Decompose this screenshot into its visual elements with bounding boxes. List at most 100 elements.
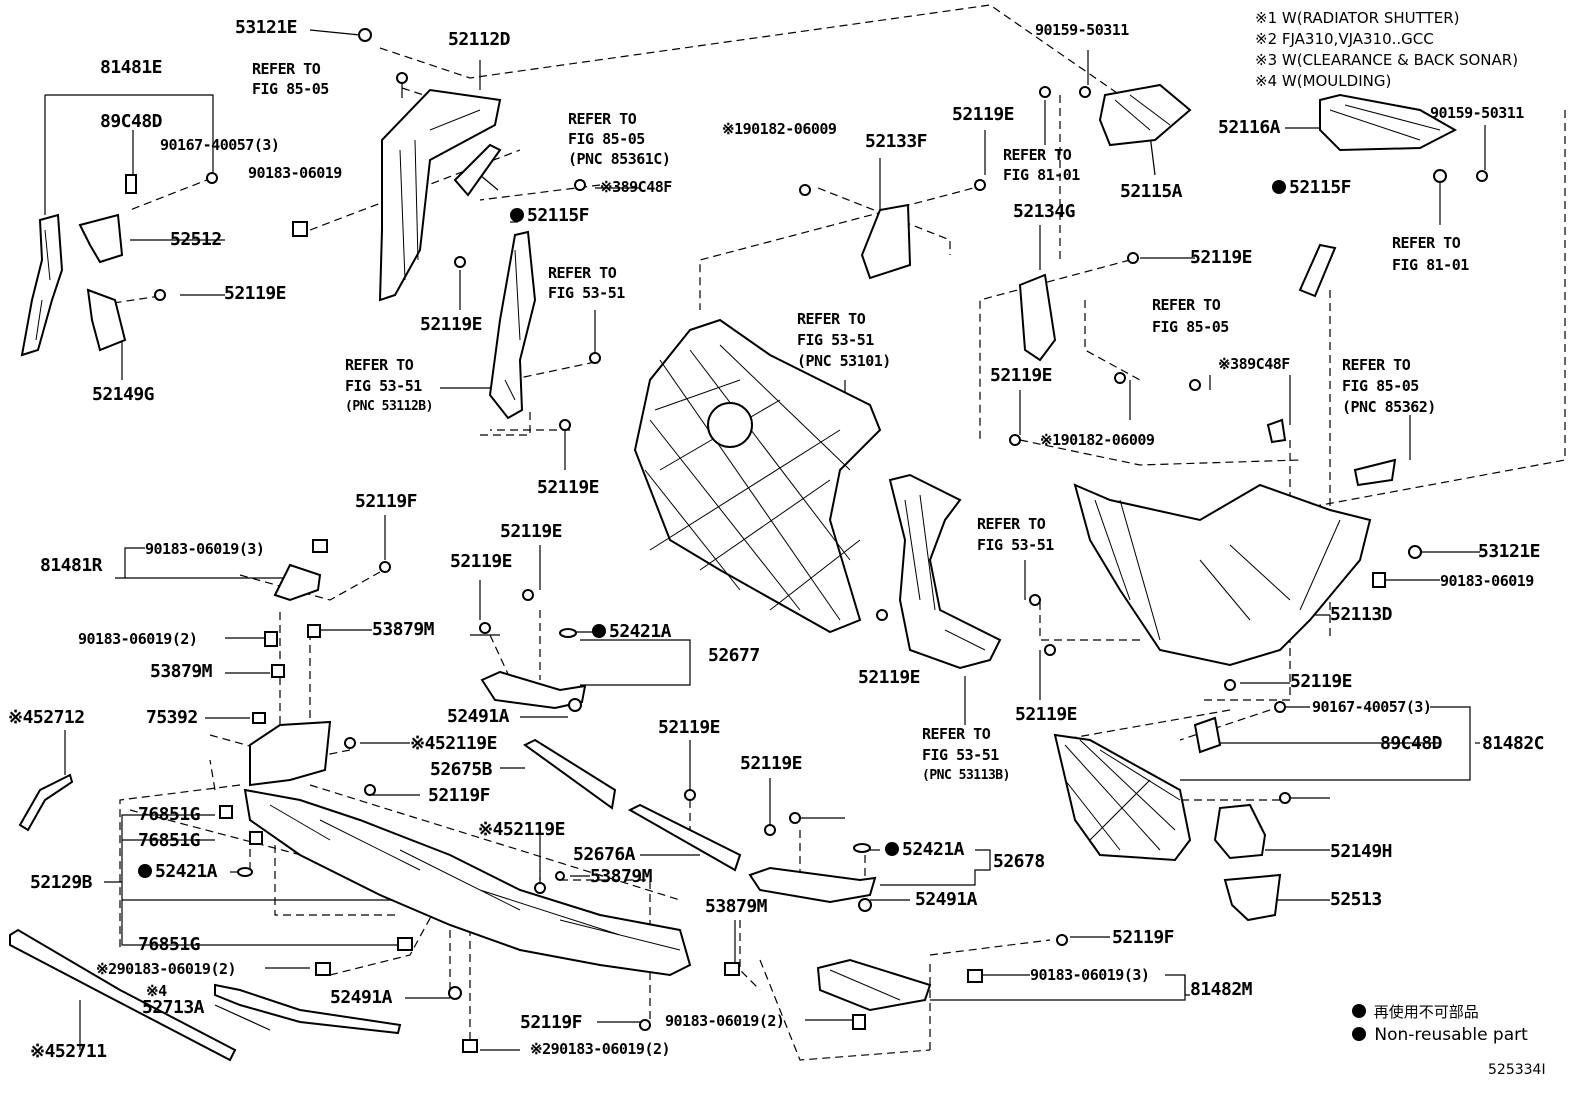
part-label[interactable]: 52119E xyxy=(450,551,513,572)
refer-label[interactable]: FIG 53-51 xyxy=(922,746,999,764)
part-label[interactable]: 90159-50311 xyxy=(1035,21,1129,39)
part-label[interactable]: ※190182-06009 xyxy=(722,120,837,138)
part-label[interactable]: 52129B xyxy=(30,872,93,893)
part-label[interactable]: 81481E xyxy=(100,57,163,78)
part-label[interactable]: 52119E xyxy=(224,283,287,304)
part-label[interactable]: ※4 xyxy=(146,982,167,1000)
refer-label[interactable]: REFER TO xyxy=(568,110,637,128)
part-label[interactable]: 52119E xyxy=(858,667,921,688)
part-label[interactable]: ※452119E xyxy=(410,733,497,754)
refer-label[interactable]: FIG 85-05 xyxy=(252,80,329,98)
part-label[interactable]: 52512 xyxy=(170,229,222,250)
part-label[interactable]: ※290183-06019(2) xyxy=(530,1040,671,1058)
part-label[interactable]: 76851G xyxy=(138,830,201,851)
part-label[interactable]: 90183-06019 xyxy=(248,164,342,182)
part-label[interactable]: 76851G xyxy=(138,934,201,955)
part-label[interactable]: 52119E xyxy=(537,477,600,498)
refer-label[interactable]: FIG 53-51 xyxy=(345,377,422,395)
part-label[interactable]: 76851G xyxy=(138,804,201,825)
part-label[interactable]: 52675B xyxy=(430,759,493,780)
part-label[interactable]: 90183-06019(2) xyxy=(78,630,198,648)
part-label[interactable]: 52119E xyxy=(500,521,563,542)
part-label[interactable]: 53121E xyxy=(235,17,298,38)
part-label[interactable]: 52676A xyxy=(573,844,636,865)
part-label[interactable]: 52713A xyxy=(142,997,205,1018)
part-label[interactable]: 52134G xyxy=(1013,201,1076,222)
refer-label[interactable]: FIG 81-01 xyxy=(1003,166,1080,184)
part-label[interactable]: 52115A xyxy=(1120,181,1183,202)
refer-label[interactable]: REFER TO xyxy=(1342,356,1411,374)
part-label[interactable]: 52133F xyxy=(865,131,928,152)
part-label[interactable]: 52115F xyxy=(1272,178,1352,198)
part-label[interactable]: 90167-40057(3) xyxy=(1312,698,1432,716)
part-label[interactable]: 75392 xyxy=(146,707,198,728)
part-label[interactable]: 53879M xyxy=(372,619,435,640)
part-label[interactable]: 52421A xyxy=(592,622,672,642)
part-label[interactable]: 52119F xyxy=(520,1012,583,1033)
part-label[interactable]: 52119F xyxy=(355,491,418,512)
part-label[interactable]: 52491A xyxy=(915,889,978,910)
refer-label[interactable]: REFER TO xyxy=(252,60,321,78)
part-label[interactable]: ※190182-06009 xyxy=(1040,431,1155,449)
part-label[interactable]: 89C48D xyxy=(1380,733,1443,754)
part-label[interactable]: ※452119E xyxy=(478,819,565,840)
refer-label[interactable]: REFER TO xyxy=(1003,146,1072,164)
part-label[interactable]: 52421A xyxy=(885,840,965,860)
refer-label[interactable]: (PNC 85361C) xyxy=(568,150,671,168)
part-label[interactable]: 53879M xyxy=(150,661,213,682)
part-label[interactable]: 90183-06019(3) xyxy=(1030,966,1150,984)
part-label[interactable]: 52119E xyxy=(952,104,1015,125)
part-label[interactable]: 53121E xyxy=(1478,541,1541,562)
part-label[interactable]: ※452712 xyxy=(8,707,85,728)
refer-label[interactable]: REFER TO xyxy=(1152,296,1221,314)
part-label[interactable]: 53879M xyxy=(705,896,768,917)
part-label[interactable]: ※290183-06019(2) xyxy=(96,960,237,978)
refer-label[interactable]: REFER TO xyxy=(977,515,1046,533)
refer-label[interactable]: (PNC 53113B) xyxy=(922,768,1010,783)
part-label[interactable]: 52491A xyxy=(447,706,510,727)
refer-label[interactable]: REFER TO xyxy=(922,725,991,743)
part-label[interactable]: 52119E xyxy=(990,365,1053,386)
refer-label[interactable]: FIG 85-05 xyxy=(568,130,645,148)
part-label[interactable]: 90183-06019(2) xyxy=(665,1012,785,1030)
refer-label[interactable]: FIG 81-01 xyxy=(1392,256,1469,274)
part-label[interactable]: 52119E xyxy=(658,717,721,738)
refer-label[interactable]: (PNC 53112B) xyxy=(345,399,433,414)
part-label[interactable]: 81481R xyxy=(40,555,103,576)
part-label[interactable]: 52119E xyxy=(1190,247,1253,268)
part-label[interactable]: 52119F xyxy=(1112,927,1175,948)
refer-label[interactable]: FIG 53-51 xyxy=(797,331,874,349)
part-label[interactable]: 52513 xyxy=(1330,889,1382,910)
part-label[interactable]: 52119E xyxy=(740,753,803,774)
refer-label[interactable]: REFER TO xyxy=(345,356,414,374)
part-label[interactable]: 52149H xyxy=(1330,841,1393,862)
part-label[interactable]: ※452711 xyxy=(30,1041,107,1062)
part-label[interactable]: 52491A xyxy=(330,987,393,1008)
part-label[interactable]: 52677 xyxy=(708,645,760,666)
refer-label[interactable]: (PNC 85362) xyxy=(1342,398,1436,416)
part-label[interactable]: 90183-06019 xyxy=(1440,572,1534,590)
part-label[interactable]: 52119E xyxy=(420,314,483,335)
part-label[interactable]: 53879M xyxy=(590,866,653,887)
refer-label[interactable]: FIG 85-05 xyxy=(1342,377,1419,395)
part-label[interactable]: 52115F xyxy=(510,206,590,226)
part-label[interactable]: 52149G xyxy=(92,384,155,405)
part-label[interactable]: 89C48D xyxy=(100,111,163,132)
refer-label[interactable]: FIG 85-05 xyxy=(1152,318,1229,336)
part-label[interactable]: 52678 xyxy=(993,851,1045,872)
part-label[interactable]: 52112D xyxy=(448,29,511,50)
part-label[interactable]: 90183-06019(3) xyxy=(145,540,265,558)
refer-label[interactable]: REFER TO xyxy=(1392,234,1461,252)
refer-label[interactable]: FIG 53-51 xyxy=(977,536,1054,554)
refer-label[interactable]: FIG 53-51 xyxy=(548,284,625,302)
part-label[interactable]: 52116A xyxy=(1218,117,1281,138)
part-label[interactable]: 81482C xyxy=(1482,733,1545,754)
part-label[interactable]: 90167-40057(3) xyxy=(160,136,280,154)
part-label[interactable]: 90159-50311 xyxy=(1430,104,1524,122)
refer-label[interactable]: REFER TO xyxy=(548,264,617,282)
part-label[interactable]: ※389C48F xyxy=(1218,355,1290,373)
part-label[interactable]: 52421A xyxy=(138,862,218,882)
part-label[interactable]: 81482M xyxy=(1190,979,1253,1000)
refer-label[interactable]: REFER TO xyxy=(797,310,866,328)
refer-label[interactable]: (PNC 53101) xyxy=(797,352,891,370)
